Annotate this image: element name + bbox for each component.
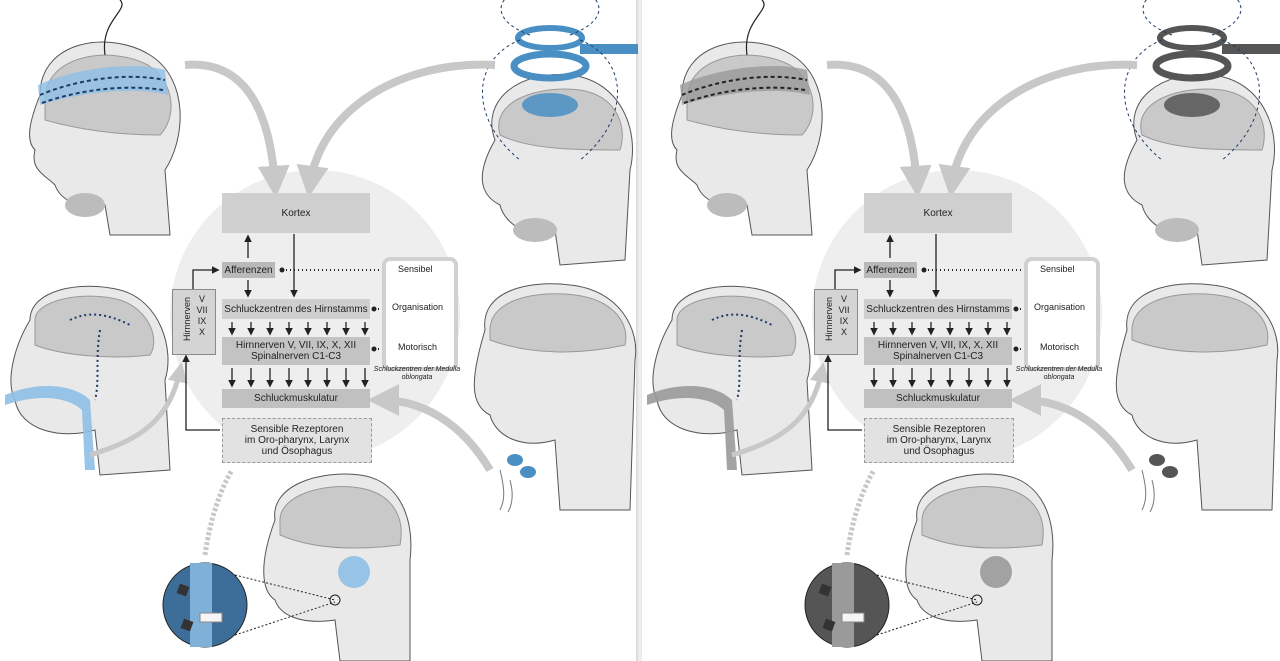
- nerve-number: V: [189, 294, 215, 305]
- arrow-inset-to-receptors: [847, 470, 874, 555]
- nerve-box-numbers: V VII IX X: [831, 294, 857, 338]
- medulla-bracket: [1024, 257, 1100, 371]
- label-sensory: Sensibel: [1040, 264, 1075, 274]
- box-afferents: Afferenzen: [864, 262, 917, 278]
- cranial-nerves-line2: Spinalnerven C1-C3: [893, 351, 983, 362]
- head-medulla: [264, 474, 411, 661]
- receptors-line2: im Oro-pharynx, Larynx: [887, 435, 991, 446]
- arrow-tdcs-to-cortex: [827, 65, 917, 185]
- box-cortex: Kortex: [222, 193, 370, 233]
- box-receptors: Sensible Rezeptoren im Oro-pharynx, Lary…: [864, 418, 1014, 463]
- cranial-nerves-line1: Hirnnerven V, VII, IX, X, XII: [236, 340, 356, 351]
- box-afferents: Afferenzen: [222, 262, 275, 278]
- panel-color: Kortex Afferenzen Schluckzentren des Hir…: [0, 0, 638, 661]
- panel-grayscale: Kortex Afferenzen Schluckzentren des Hir…: [642, 0, 1280, 661]
- cortex-label: Kortex: [282, 208, 311, 219]
- arrow-sensory-to-muscles: [1022, 400, 1132, 470]
- box-nerve-list: Hirnnerven V VII IX X: [172, 289, 216, 355]
- arrow-tms-to-cortex: [310, 65, 495, 185]
- nerve-number: IX: [831, 316, 857, 327]
- receptors-line1: Sensible Rezeptoren: [893, 424, 986, 435]
- afferents-label: Afferenzen: [866, 265, 914, 276]
- nerve-number: VII: [189, 305, 215, 316]
- cranial-nerves-text: Hirnnerven V, VII, IX, X, XII Spinalnerv…: [236, 340, 356, 362]
- head-tdcs: [672, 0, 823, 235]
- nerve-number: X: [831, 327, 857, 338]
- muscles-label: Schluckmuskulatur: [254, 393, 338, 404]
- box-cortex: Kortex: [864, 193, 1012, 233]
- head-sensory: [474, 284, 635, 512]
- muscles-label: Schluckmuskulatur: [896, 393, 980, 404]
- label-medulla: Schluckzentren der Medulla oblongata: [1014, 366, 1104, 382]
- cortex-label: Kortex: [924, 208, 953, 219]
- box-muscles: Schluckmuskulatur: [222, 389, 370, 408]
- head-catheter: [647, 286, 812, 475]
- cranial-nerves-text: Hirnnerven V, VII, IX, X, XII Spinalnerv…: [878, 340, 998, 362]
- illustration-layer: [0, 0, 638, 661]
- head-sensory: [1116, 284, 1277, 512]
- cranial-nerves-line1: Hirnnerven V, VII, IX, X, XII: [878, 340, 998, 351]
- box-cranial-nerves: Hirnnerven V, VII, IX, X, XII Spinalnerv…: [864, 337, 1012, 365]
- receptors-text: Sensible Rezeptoren im Oro-pharynx, Lary…: [245, 424, 349, 457]
- box-brainstem: Schluckzentren des Hirnstamms: [222, 299, 370, 319]
- label-organisation: Organisation: [392, 302, 443, 312]
- receptors-line3: und Ösophagus: [262, 446, 333, 457]
- box-nerve-list: Hirnnerven V VII IX X: [814, 289, 858, 355]
- label-sensory: Sensibel: [398, 264, 433, 274]
- receptors-line2: im Oro-pharynx, Larynx: [245, 435, 349, 446]
- box-receptors: Sensible Rezeptoren im Oro-pharynx, Lary…: [222, 418, 372, 463]
- label-motor: Motorisch: [398, 342, 437, 352]
- arrow-tdcs-to-cortex: [185, 65, 275, 185]
- head-tms: [1124, 0, 1280, 265]
- brainstem-label: Schluckzentren des Hirnstamms: [224, 304, 367, 315]
- nerve-number: V: [831, 294, 857, 305]
- afferents-label: Afferenzen: [224, 265, 272, 276]
- nerve-number: X: [189, 327, 215, 338]
- head-tms: [482, 0, 638, 265]
- receptors-line1: Sensible Rezeptoren: [251, 424, 344, 435]
- medulla-bracket: [382, 257, 458, 371]
- head-tdcs: [30, 0, 181, 235]
- arrow-tms-to-cortex: [952, 65, 1137, 185]
- receptors-text: Sensible Rezeptoren im Oro-pharynx, Lary…: [887, 424, 991, 457]
- label-motor: Motorisch: [1040, 342, 1079, 352]
- nerve-number: VII: [831, 305, 857, 316]
- nerve-number: IX: [189, 316, 215, 327]
- cranial-nerves-line2: Spinalnerven C1-C3: [251, 351, 341, 362]
- arrow-sensory-to-muscles: [380, 400, 490, 470]
- arrow-inset-to-receptors: [205, 470, 232, 555]
- label-medulla: Schluckzentren der Medulla oblongata: [372, 366, 462, 382]
- box-muscles: Schluckmuskulatur: [864, 389, 1012, 408]
- box-cranial-nerves: Hirnnerven V, VII, IX, X, XII Spinalnerv…: [222, 337, 370, 365]
- illustration-layer: [642, 0, 1280, 661]
- receptors-line3: und Ösophagus: [904, 446, 975, 457]
- label-organisation: Organisation: [1034, 302, 1085, 312]
- nerve-box-numbers: V VII IX X: [189, 294, 215, 338]
- head-catheter: [5, 286, 170, 475]
- head-medulla: [906, 474, 1053, 661]
- brainstem-label: Schluckzentren des Hirnstamms: [866, 304, 1009, 315]
- box-brainstem: Schluckzentren des Hirnstamms: [864, 299, 1012, 319]
